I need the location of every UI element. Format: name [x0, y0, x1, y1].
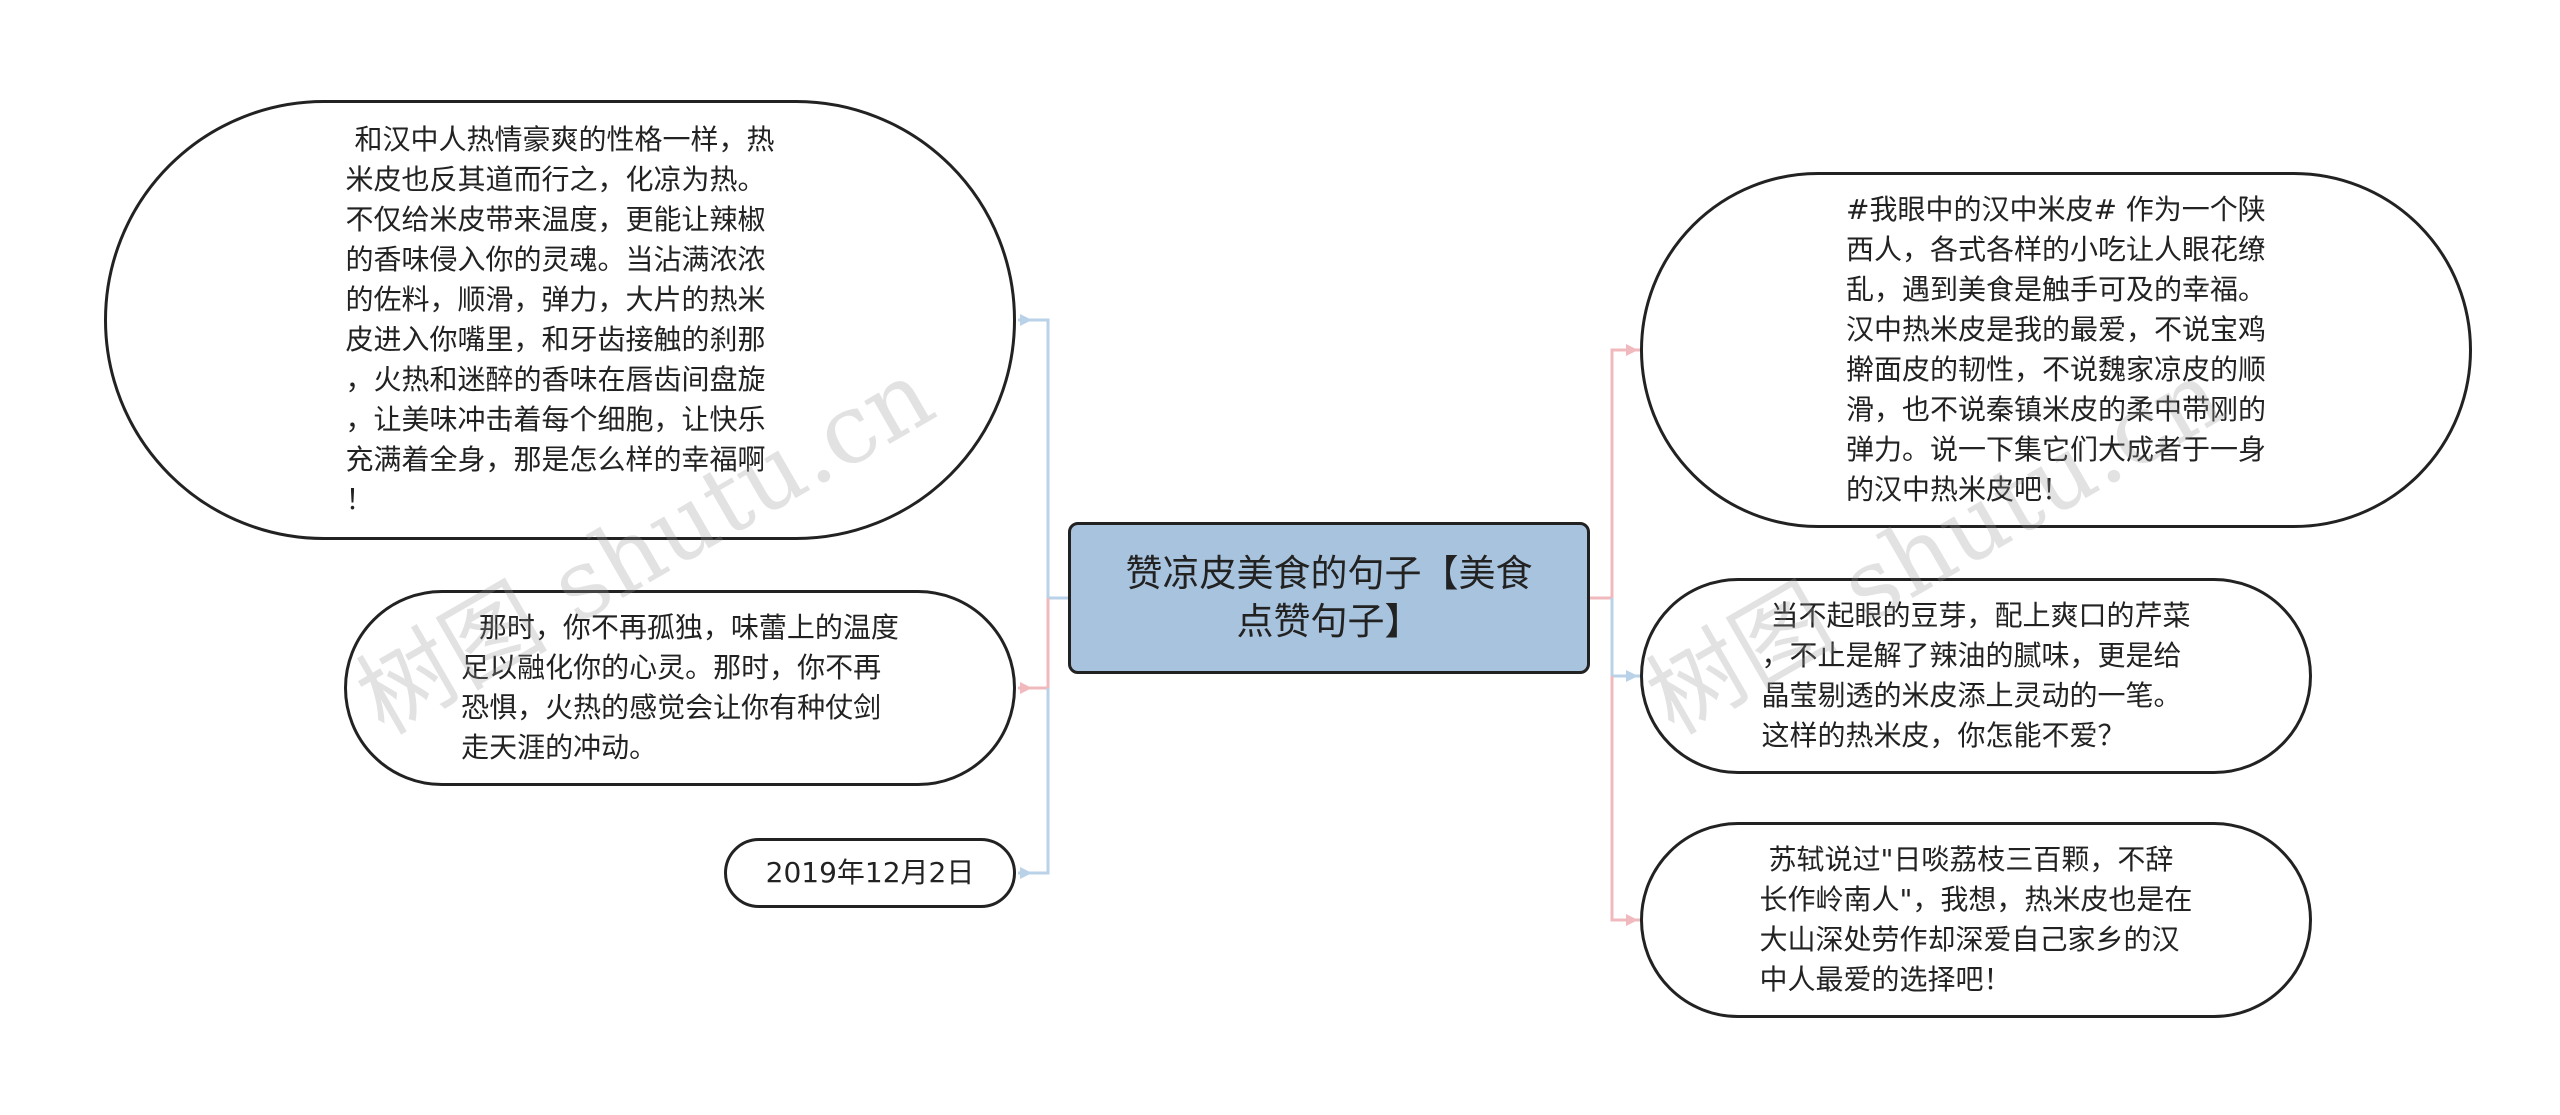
connector-left-3: [1018, 688, 1050, 875]
arrow-right-3: [1626, 914, 1638, 926]
arrow-left-1: [1020, 314, 1032, 326]
right-node-3[interactable]: 苏轼说过"日啖荔枝三百颗，不辞 长作岭南人"，我想，热米皮也是在 大山深处劳作却…: [1640, 822, 2312, 1018]
connector-right-1: [1590, 348, 1640, 600]
left-node-date[interactable]: 2019年12月2日: [724, 838, 1016, 908]
left-node-date-text: 2019年12月2日: [765, 856, 975, 889]
right-node-2[interactable]: 当不起眼的豆芽，配上爽口的芹菜 ，不止是解了辣油的腻味，更是给 晶莹剔透的米皮添…: [1640, 578, 2312, 774]
arrow-right-1: [1626, 344, 1638, 356]
left-node-1-text: 和汉中人热情豪爽的性格一样，热 米皮也反其道而行之，化凉为热。 不仅给米皮带来温…: [345, 123, 775, 516]
central-topic[interactable]: 赞凉皮美食的句子【美食 点赞句子】: [1068, 522, 1590, 674]
right-node-1-text: #我眼中的汉中米皮# 作为一个陕 西人，各式各样的小吃让人眼花缭 乱，遇到美食是…: [1845, 193, 2266, 506]
left-node-1[interactable]: 和汉中人热情豪爽的性格一样，热 米皮也反其道而行之，化凉为热。 不仅给米皮带来温…: [104, 100, 1016, 540]
left-node-2[interactable]: 那时，你不再孤独，味蕾上的温度 足以融化你的心灵。那时，你不再 恐惧，火热的感觉…: [344, 590, 1016, 786]
left-node-2-text: 那时，你不再孤独，味蕾上的温度 足以融化你的心灵。那时，你不再 恐惧，火热的感觉…: [461, 611, 899, 764]
right-node-1[interactable]: #我眼中的汉中米皮# 作为一个陕 西人，各式各样的小吃让人眼花缭 乱，遇到美食是…: [1640, 172, 2472, 528]
arrow-left-3: [1020, 867, 1032, 879]
connector-right-2: [1610, 598, 1640, 678]
right-node-2-text: 当不起眼的豆芽，配上爽口的芹菜 ，不止是解了辣油的腻味，更是给 晶莹剔透的米皮添…: [1761, 599, 2191, 752]
connector-left-2: [1018, 598, 1050, 690]
right-node-3-text: 苏轼说过"日啖荔枝三百颗，不辞 长作岭南人"，我想，热米皮也是在 大山深处劳作却…: [1759, 843, 2193, 996]
connector-left-1: [1018, 318, 1070, 600]
connector-right-3: [1610, 676, 1640, 922]
arrow-right-2: [1626, 670, 1638, 682]
arrow-left-2: [1020, 682, 1032, 694]
central-topic-text: 赞凉皮美食的句子【美食 点赞句子】: [1125, 552, 1533, 643]
